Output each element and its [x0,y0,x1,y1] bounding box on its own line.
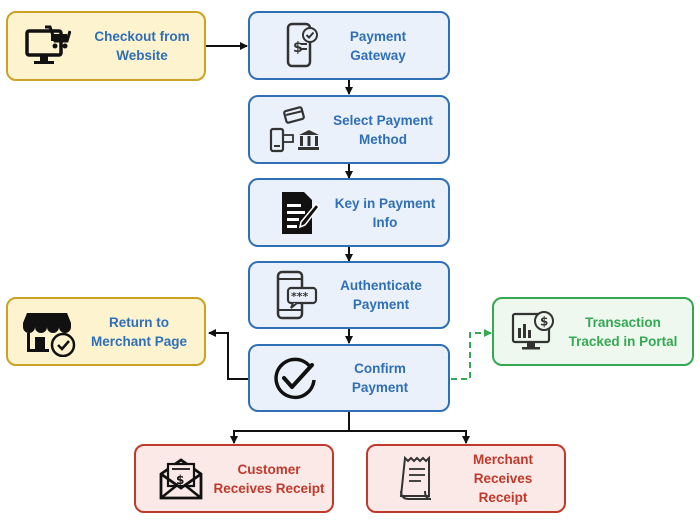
node-return-to-merchant: Return to Merchant Page [6,297,206,366]
svg-text:$: $ [293,40,303,56]
svg-text:$: $ [176,473,184,487]
node-authenticate-payment-label: Authenticate Payment [340,278,422,312]
arrow-confirm-to-return [208,329,248,380]
mobile-payment-icon: $ [270,16,332,76]
node-transaction-tracked: $ Transaction Tracked in Portal [492,297,694,366]
dashboard-dollar-icon: $ [508,302,560,362]
svg-text:***: *** [291,290,309,303]
node-customer-receipt-label: Customer Receives Receipt [213,461,325,496]
node-checkout-label: Checkout from Website [94,29,190,63]
storefront-check-icon [18,302,82,362]
phone-password-icon: *** [266,265,328,325]
node-merchant-receipt-label: Merchant Receives Receipt [472,452,533,505]
node-select-payment-method-label: Select Payment Method [333,112,433,147]
node-key-in-payment-info-label: Key in Payment Info [334,195,436,230]
node-key-in-payment-info: Key in Payment Info [248,178,450,247]
node-authenticate-payment: *** Authenticate Payment [248,261,450,329]
document-pen-icon [268,183,330,243]
shopping-cart-monitor-icon [16,16,80,76]
node-payment-gateway-label: Payment Gateway [349,28,407,63]
node-confirm-payment-label: Confirm Payment [351,361,409,395]
node-checkout: Checkout from Website [6,11,206,81]
checkmark-circle-icon [264,348,326,408]
node-confirm-payment: Confirm Payment [248,344,450,412]
svg-text:$: $ [540,314,548,328]
node-payment-gateway: $ Payment Gateway [248,11,450,80]
node-return-to-merchant-label: Return to Merchant Page [90,314,188,349]
node-merchant-receipt: Merchant Receives Receipt [366,444,566,513]
payment-methods-icon [264,100,326,160]
envelope-dollar-icon: $ [150,449,212,509]
receipt-icon [386,449,448,509]
node-select-payment-method: Select Payment Method [248,95,450,164]
node-customer-receipt: $ Customer Receives Receipt [134,444,334,513]
node-transaction-tracked-label: Transaction Tracked in Portal [568,314,678,349]
arrow-confirm-to-tracked [451,329,492,380]
